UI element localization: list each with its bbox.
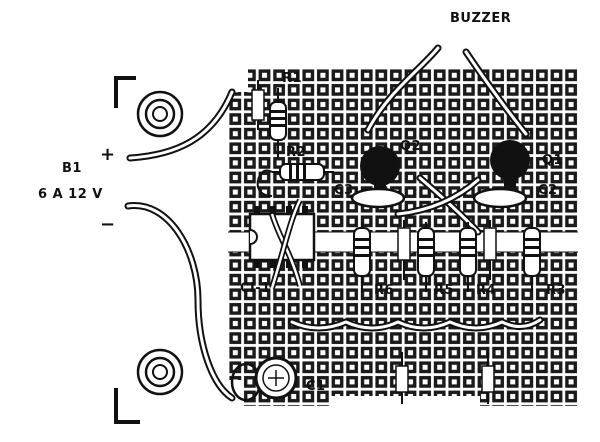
resistor-r4 bbox=[459, 222, 477, 292]
label-c3: C3 bbox=[334, 183, 354, 198]
resistor-lower-a bbox=[395, 352, 409, 404]
label-r5: R5 bbox=[434, 283, 454, 298]
bus-wire bbox=[288, 316, 544, 332]
capacitor-c2 bbox=[472, 187, 528, 209]
label-q2: Q2 bbox=[400, 139, 421, 154]
capacitor-c1 bbox=[230, 356, 298, 402]
battery-terminal-top bbox=[114, 76, 184, 138]
crossing-jumpers bbox=[394, 174, 482, 236]
label-c1: C1 bbox=[306, 379, 326, 394]
label-r2: R2 bbox=[286, 145, 306, 160]
resistor-r5 bbox=[417, 222, 435, 292]
label-q1: Q1 bbox=[542, 153, 563, 168]
ic-ci1 bbox=[248, 198, 316, 289]
resistor-r2 bbox=[256, 163, 334, 197]
transistor-q1 bbox=[490, 140, 530, 188]
label-r6: R6 bbox=[374, 283, 394, 298]
battery-wires bbox=[124, 88, 236, 402]
label-battery-value: 6 A 12 V bbox=[38, 187, 103, 202]
label-r4: R4 bbox=[476, 283, 496, 298]
capacitor-c3 bbox=[350, 187, 406, 209]
resistor-r3 bbox=[523, 222, 541, 292]
resistor-lower-b bbox=[481, 352, 495, 404]
label-minus: − bbox=[100, 214, 116, 235]
label-battery-name: B1 bbox=[62, 161, 82, 176]
buzzer-wires bbox=[364, 44, 530, 138]
label-plus: + bbox=[100, 144, 116, 165]
resistor-r6 bbox=[353, 222, 371, 292]
label-c2: C2 bbox=[538, 183, 558, 198]
battery-terminal-bottom bbox=[114, 348, 184, 424]
label-buzzer: BUZZER bbox=[450, 11, 511, 26]
resistor-small-b bbox=[483, 220, 497, 280]
resistor-small-a bbox=[397, 220, 411, 280]
label-r1: R1 bbox=[282, 71, 302, 86]
label-r3: R3 bbox=[546, 283, 566, 298]
resistor-r1 bbox=[251, 80, 287, 158]
label-ci1: CI-1 bbox=[240, 281, 271, 296]
